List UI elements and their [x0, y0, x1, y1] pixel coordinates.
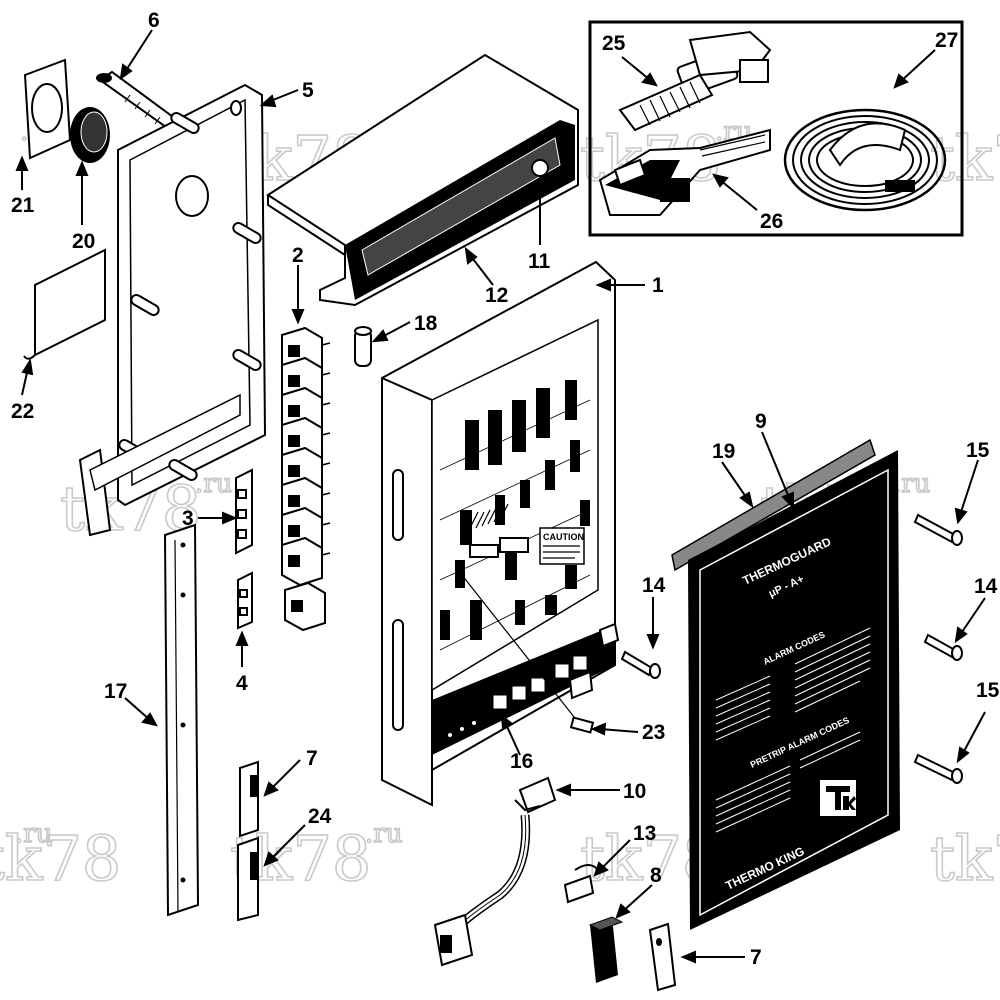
callout-label: 6	[148, 9, 160, 32]
callout-label: 5	[302, 79, 314, 102]
callout-label: 19	[712, 440, 735, 463]
relay-stack-part	[281, 326, 331, 632]
callout-label: 3	[182, 507, 194, 530]
callout-label: 16	[510, 750, 533, 773]
label-sheet-part	[23, 248, 106, 360]
hinge-part	[237, 836, 259, 922]
small-connector-part	[457, 569, 595, 734]
callout-label: 11	[528, 250, 551, 273]
watermark-suffix: .ru	[893, 469, 930, 499]
mounting-bracket-part	[78, 83, 267, 537]
watermark-text: tk78	[930, 122, 1000, 195]
callout-label: 18	[414, 312, 438, 335]
spacer-part	[354, 326, 372, 367]
callout-label: 21	[11, 194, 35, 217]
callout-label: 25	[602, 32, 626, 55]
coiled-cord-part	[783, 108, 947, 212]
callout-labels: 1 2 3 4 5 6 7 7 8 9 10 11 12 13 14 14 15…	[11, 9, 1000, 969]
callout-label: 7	[750, 946, 762, 969]
cover-housing-part	[266, 53, 579, 307]
watermark-suffix: .ru	[365, 819, 402, 849]
callout-label: 2	[292, 244, 304, 267]
grommet-part	[70, 107, 110, 163]
screw-part	[923, 633, 963, 661]
callout-label: 7	[306, 747, 318, 770]
screw-part	[620, 650, 661, 679]
gasket-plate-part	[23, 58, 72, 160]
screw-part	[913, 753, 963, 784]
callout-label: 4	[236, 672, 248, 695]
callout-label: 23	[642, 721, 665, 744]
small-clip-part	[237, 571, 253, 630]
thermo-king-logo	[820, 780, 856, 816]
screw-part	[913, 513, 963, 546]
watermark-suffix: .ru	[195, 469, 232, 499]
block-fuse-part	[588, 916, 624, 983]
display-panel-part: THERMOGUARD μP - A+ ALARM CODES PRETRIP …	[688, 450, 900, 930]
callout-label: 20	[72, 230, 95, 253]
inset-frame	[588, 20, 964, 237]
callout-label: 15	[976, 679, 1000, 702]
hinge-part	[239, 760, 259, 838]
leader-lines	[15, 29, 986, 964]
callout-label: 1	[652, 274, 664, 297]
fuse-holder-part	[618, 30, 772, 132]
callout-label: 22	[11, 400, 34, 423]
callout-label: 14	[974, 575, 998, 598]
watermark-suffix: .ru	[15, 819, 52, 849]
callout-label: 13	[633, 822, 656, 845]
callout-label: 15	[966, 439, 990, 462]
callout-label: 8	[650, 864, 662, 887]
watermark-text: tk78	[0, 822, 121, 895]
seal-strip-part	[671, 438, 876, 572]
clip-strip-part	[235, 468, 253, 555]
caution-label: CAUTION	[543, 532, 584, 542]
controller-module-part: CAUTION	[381, 260, 620, 807]
wire-harness-part	[433, 776, 557, 967]
rail-part	[163, 523, 200, 917]
callout-label: 17	[104, 680, 127, 703]
caution-sticker: CAUTION	[539, 527, 585, 565]
hinge-part	[648, 922, 677, 992]
callout-label: 26	[760, 210, 783, 233]
callout-label: 10	[623, 780, 646, 803]
connector-block-part	[598, 128, 771, 216]
accessory-inset	[588, 20, 964, 237]
callout-label: 14	[642, 574, 666, 597]
callout-label: 27	[935, 29, 958, 52]
watermark-text: tk78	[930, 822, 1000, 895]
callout-label: 9	[755, 410, 767, 433]
callout-label: 24	[308, 805, 332, 828]
callout-label: 12	[485, 284, 508, 307]
